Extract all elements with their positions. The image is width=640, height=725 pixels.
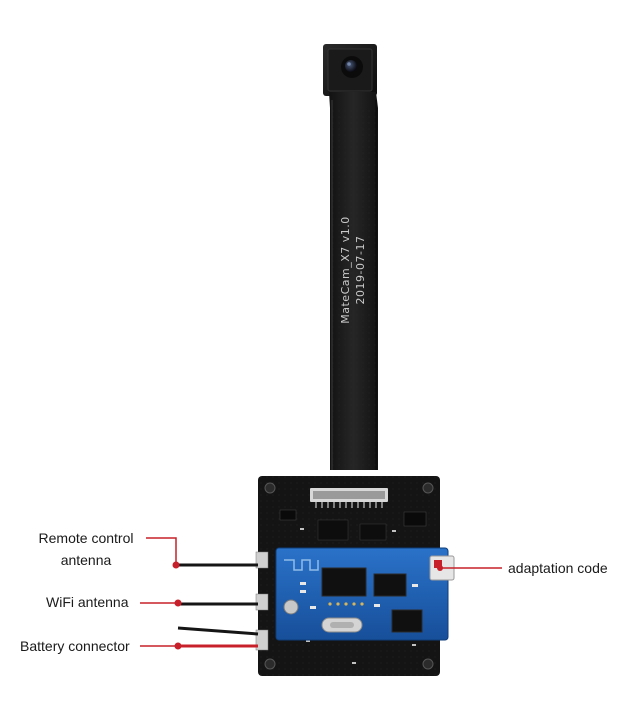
callout-dot-adaptation [437,565,443,571]
callout-lines [140,537,502,650]
remote-control-label-line2: antenna [60,552,112,568]
adaptation-code-label: adaptation code [508,560,608,576]
side-connectors [255,551,269,651]
remote-control-antenna-label: Remote control antenna [26,527,146,571]
battery-connector-label: Battery connector [20,638,130,654]
camera-lens [323,44,377,96]
wires [177,563,259,648]
ribbon-model-text: MateCam_X7 v1.0 [339,216,352,323]
ribbon-date-text: 2019-07-17 [354,236,367,305]
remote-control-label-line1: Remote control [38,530,134,546]
callout-dot-battery [174,642,182,650]
flex-ribbon-cable [329,92,378,470]
callout-dot-wifi [174,599,182,607]
ribbon-print: MateCam_X7 v1.0 2019-07-17 [339,216,367,323]
wifi-antenna-label: WiFi antenna [46,594,129,610]
wifi-daughter-board [275,547,455,641]
callout-dot-remote [172,561,180,569]
